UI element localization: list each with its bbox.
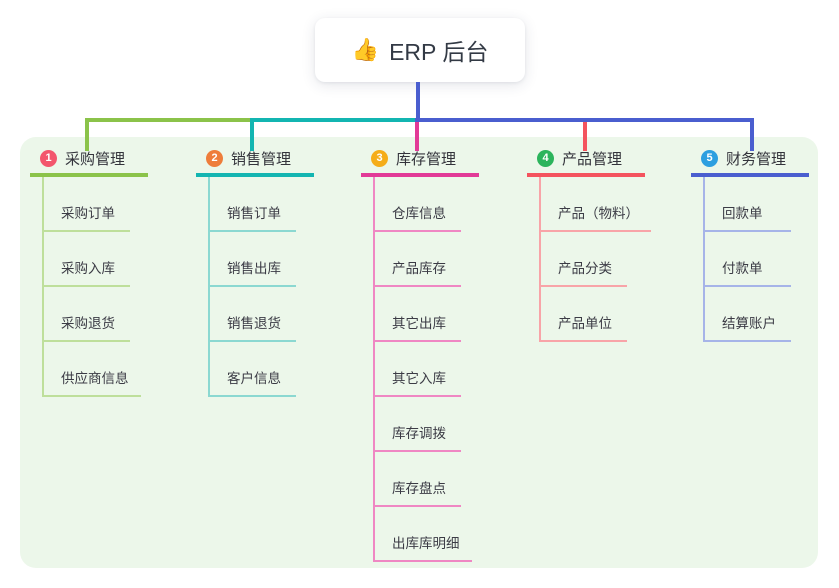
branch-label: 销售管理 xyxy=(231,150,292,168)
child-node[interactable]: 采购退货 xyxy=(44,287,130,342)
branch-label: 库存管理 xyxy=(396,150,457,168)
child-node[interactable]: 出库库明细 xyxy=(375,507,472,562)
child-node[interactable]: 销售出库 xyxy=(210,232,296,287)
branch-4: 4 产品管理产品（物料）产品分类产品单位 xyxy=(527,143,651,342)
branch-number-badge: 5 xyxy=(701,149,718,167)
branch-children-list: 采购订单采购入库采购退货供应商信息 xyxy=(42,177,141,397)
bus-segment-teal xyxy=(250,118,415,122)
branch-drop-line-3 xyxy=(415,122,419,151)
child-node[interactable]: 其它出库 xyxy=(375,287,461,342)
branch-children-list: 仓库信息产品库存其它出库其它入库库存调拨库存盘点出库库明细 xyxy=(373,177,472,562)
root-node-label: ERP 后台 xyxy=(389,39,489,65)
bus-segment-green xyxy=(85,118,254,122)
branch-number-badge: 1 xyxy=(40,149,57,167)
branch-number-badge: 2 xyxy=(206,149,223,167)
root-node-erp[interactable]: 👍 ERP 后台 xyxy=(315,18,525,82)
child-node[interactable]: 库存盘点 xyxy=(375,452,461,507)
child-node[interactable]: 供应商信息 xyxy=(44,342,141,397)
branch-drop-line-2 xyxy=(250,122,254,151)
branch-children-list: 回款单付款单结算账户 xyxy=(703,177,791,342)
branch-drop-line-4 xyxy=(583,122,587,151)
child-node[interactable]: 付款单 xyxy=(705,232,791,287)
child-node[interactable]: 客户信息 xyxy=(210,342,296,397)
thumbs-up-icon: 👍 xyxy=(351,37,380,62)
child-node[interactable]: 产品单位 xyxy=(541,287,627,342)
branch-5: 5 财务管理回款单付款单结算账户 xyxy=(691,143,809,342)
child-node[interactable]: 销售订单 xyxy=(210,177,296,232)
branch-header-4[interactable]: 4 产品管理 xyxy=(527,143,645,177)
branch-3: 3 库存管理仓库信息产品库存其它出库其它入库库存调拨库存盘点出库库明细 xyxy=(361,143,479,562)
branch-number-badge: 4 xyxy=(537,149,554,167)
root-connector-line xyxy=(416,82,420,122)
branch-children-list: 销售订单销售出库销售退货客户信息 xyxy=(208,177,296,397)
child-node[interactable]: 采购入库 xyxy=(44,232,130,287)
branch-2: 2 销售管理销售订单销售出库销售退货客户信息 xyxy=(196,143,314,397)
branch-label: 财务管理 xyxy=(726,150,787,168)
branch-drop-line-1 xyxy=(85,122,89,151)
bus-segment-blue xyxy=(415,118,754,122)
branch-drop-line-5 xyxy=(750,122,754,151)
branch-header-3[interactable]: 3 库存管理 xyxy=(361,143,479,177)
child-node[interactable]: 仓库信息 xyxy=(375,177,461,232)
child-node[interactable]: 采购订单 xyxy=(44,177,130,232)
branch-header-1[interactable]: 1 采购管理 xyxy=(30,143,148,177)
branch-label: 产品管理 xyxy=(562,150,623,168)
child-node[interactable]: 回款单 xyxy=(705,177,791,232)
branch-header-2[interactable]: 2 销售管理 xyxy=(196,143,314,177)
child-node[interactable]: 其它入库 xyxy=(375,342,461,397)
child-node[interactable]: 产品分类 xyxy=(541,232,627,287)
branch-number-badge: 3 xyxy=(371,149,388,167)
branch-children-list: 产品（物料）产品分类产品单位 xyxy=(539,177,651,342)
branch-label: 采购管理 xyxy=(65,150,126,168)
mindmap-canvas-panel xyxy=(20,137,818,568)
child-node[interactable]: 销售退货 xyxy=(210,287,296,342)
child-node[interactable]: 结算账户 xyxy=(705,287,791,342)
child-node[interactable]: 库存调拨 xyxy=(375,397,461,452)
child-node[interactable]: 产品（物料） xyxy=(541,177,651,232)
branch-1: 1 采购管理采购订单采购入库采购退货供应商信息 xyxy=(30,143,148,397)
child-node[interactable]: 产品库存 xyxy=(375,232,461,287)
branch-header-5[interactable]: 5 财务管理 xyxy=(691,143,809,177)
